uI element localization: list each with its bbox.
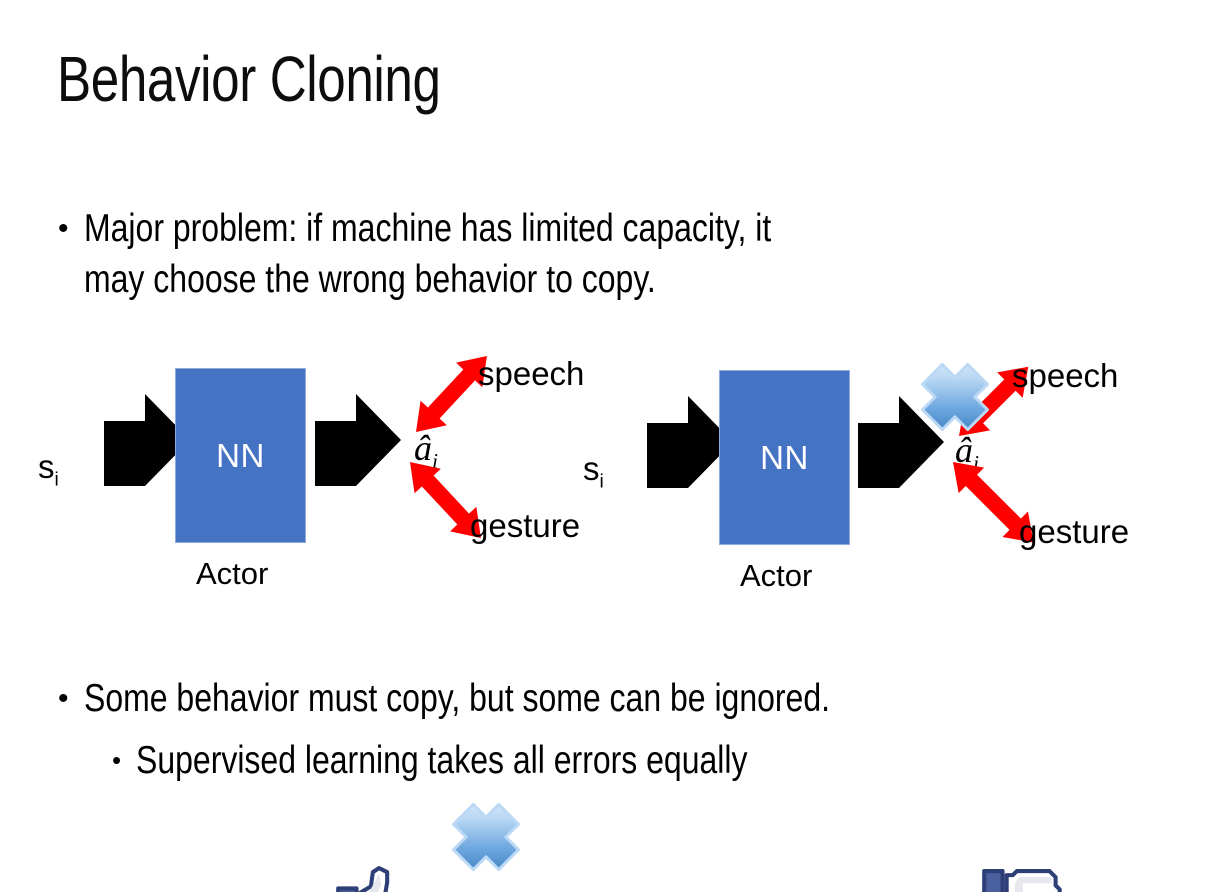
nn-box: NN [175,368,306,543]
nn-box: NN [719,370,850,545]
bullet-major-problem: • Major problem: if machine has limited … [58,203,1128,305]
bullet-text: Major problem: if machine has limited ca… [84,207,772,301]
branch-label-speech: speech [478,355,585,392]
diagram-bad-case: si NN Actor âi [555,340,1195,892]
input-state-label: si [583,450,604,493]
branch-arrows [410,355,521,872]
nn-box-label: NN [216,436,265,474]
bullet-supervised-learning: • Supervised learning takes all errors e… [112,735,1162,786]
actor-caption: Actor [196,556,269,591]
gesture-arrow-icon [953,462,1034,543]
speech-arrow-icon [416,355,487,432]
bullet-marker: • [58,212,69,245]
page-title: Behavior Cloning [57,43,441,115]
thumbs-up-icon [336,866,390,892]
nn-box-label: NN [760,438,809,476]
bullet-marker: • [112,745,122,775]
actor-caption: Actor [740,558,813,593]
thumbs-down-icon [982,869,1062,892]
branch-label-gesture: gesture [1019,513,1130,550]
output-arrow-icon [315,394,401,486]
output-arrow-icon [858,396,944,488]
cross-out-marker-icon [920,362,990,432]
input-arrow-icon [647,396,733,488]
bullet-text: Supervised learning takes all errors equ… [136,739,748,782]
diagram-good-case: si NN Actor âi [10,340,630,892]
output-action-label: âi [414,428,438,474]
cross-out-marker-icon [451,802,521,872]
input-arrow-icon [104,394,190,486]
branch-label-gesture: gesture [470,507,581,544]
bullet-some-behavior: • Some behavior must copy, but some can … [58,673,1168,724]
branch-label-speech: speech [1012,357,1119,394]
bullet-text: Some behavior must copy, but some can be… [84,677,831,720]
bullet-marker: • [58,682,69,715]
gesture-arrow-icon [410,462,481,539]
branch-arrows [920,362,1034,543]
input-state-label: si [38,448,59,491]
output-action-label: âi [955,430,979,476]
